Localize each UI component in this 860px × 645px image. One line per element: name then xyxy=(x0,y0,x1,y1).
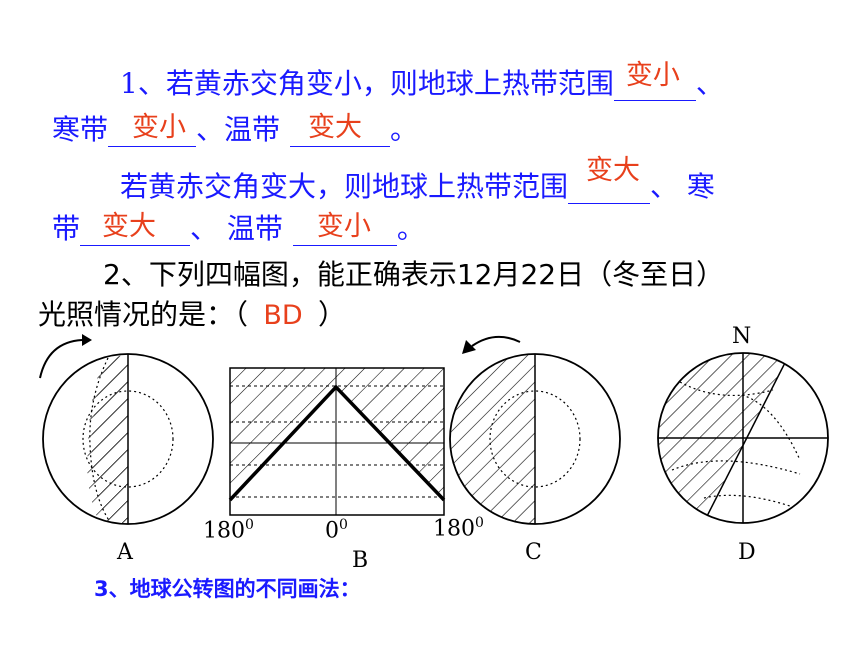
q1-line1: 1、若黄赤交角变小，则地球上热带范围变小 、 xyxy=(120,60,724,102)
figure-c xyxy=(449,335,621,525)
figure-d-label: D xyxy=(738,540,756,565)
q1-line4-start: 带 xyxy=(52,212,81,245)
temperate-blank-1: 变大 xyxy=(290,112,391,147)
north-label: N xyxy=(732,324,752,349)
answer-tropic-small: 变小 xyxy=(625,60,680,91)
q2-line1: 2、下列四幅图，能正确表示12月22日（冬至日） xyxy=(103,258,725,291)
q1-line3-text: 若黄赤交角变大，则地球上热带范围 xyxy=(120,170,569,203)
temperate-blank-2: 变小 xyxy=(292,211,397,246)
q2-line2: 光照情况的是：（ BD ） xyxy=(38,293,346,333)
figure-d xyxy=(657,352,829,524)
q2-answer: BD xyxy=(263,300,303,331)
answer-tropic-large: 变大 xyxy=(586,155,641,186)
tropic-blank-1: 变小 xyxy=(613,60,696,101)
answer-frigid-large: 变大 xyxy=(102,211,157,242)
q1-line3: 若黄赤交角变大，则地球上热带范围变大 、 寒 xyxy=(120,155,715,205)
tropic-blank-2: 变大 xyxy=(568,155,651,204)
q1-line4: 带变大 、 温带 变小 。 xyxy=(52,207,425,247)
answer-temperate-small: 变大 xyxy=(308,112,363,143)
q1-line1-text: 1、若黄赤交角变小，则地球上热带范围 xyxy=(120,67,614,100)
q2-line2-end: ） xyxy=(318,298,347,331)
longitude-right-label: 1800 xyxy=(433,515,484,542)
q1-line3-end: 、 寒 xyxy=(650,170,715,203)
figure-c-label: C xyxy=(525,540,542,565)
q1-line4-mid: 、 温带 xyxy=(190,212,283,245)
q3-heading: 3、地球公转图的不同画法： xyxy=(94,577,361,601)
figure-b-label: B xyxy=(352,548,369,573)
figure-a-label: A xyxy=(117,540,133,565)
q1-line4-end: 。 xyxy=(396,212,425,245)
longitude-mid-label: 00 xyxy=(325,517,348,544)
answer-temperate-large: 变小 xyxy=(316,211,371,242)
figure-a xyxy=(39,334,214,525)
frigid-blank-2: 变大 xyxy=(80,211,191,246)
q1-line2-start: 寒带 xyxy=(52,113,109,146)
frigid-blank-1: 变小 xyxy=(108,112,197,147)
q2-line2-start: 光照情况的是：（ xyxy=(38,298,249,331)
q1-line2-mid: 、温带 xyxy=(196,113,281,146)
q1-line2-end: 。 xyxy=(390,113,419,146)
longitude-left-label: 1800 xyxy=(203,517,254,544)
q1-line2: 寒带变小 、温带变大 。 xyxy=(52,108,418,148)
answer-frigid-small: 变小 xyxy=(132,112,187,143)
q1-line1-end: 、 xyxy=(695,67,724,100)
figure-b xyxy=(228,367,446,516)
